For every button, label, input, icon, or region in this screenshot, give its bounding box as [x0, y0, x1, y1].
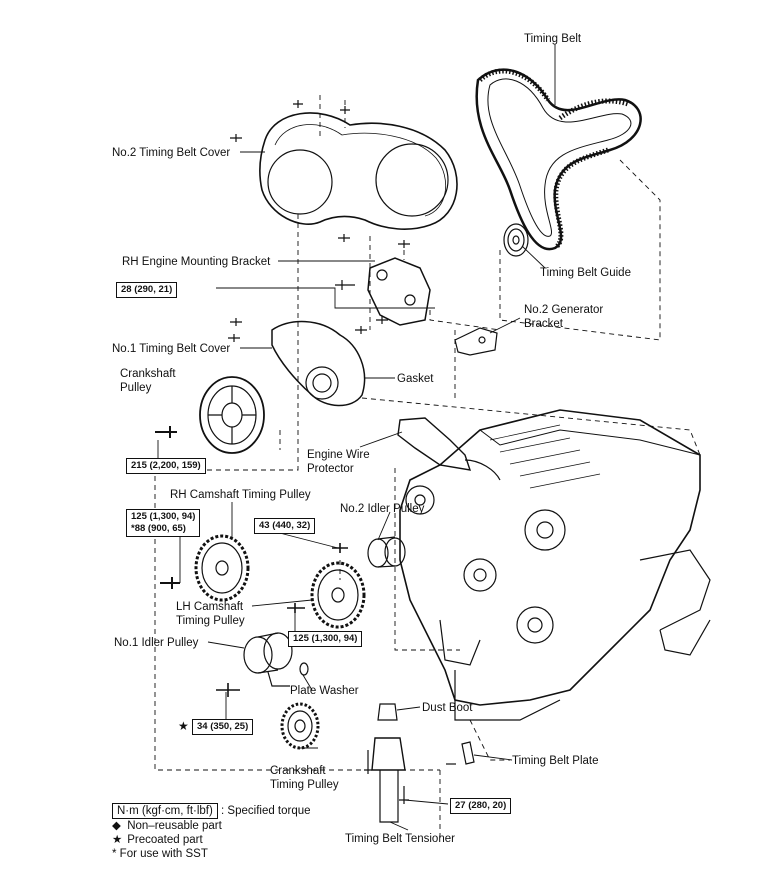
- legend-non-reusable-row: ◆ Non–reusable part: [112, 819, 311, 833]
- reference-dashed-lines: [154, 95, 701, 840]
- torque-125-lh-cam: 125 (1,300, 94): [288, 631, 363, 647]
- label-crankshaft-pulley-line1: Crankshaft: [120, 368, 176, 380]
- label-no1-timing-belt-cover: No.1 Timing Belt Cover: [112, 343, 231, 355]
- legend-unit-desc: : Specified torque: [221, 805, 311, 817]
- torque-43: 43 (440, 32): [254, 518, 316, 534]
- torque-125-rh-cam: 125 (1,300, 94) *88 (900, 65): [126, 509, 201, 537]
- timing-belt-plate-shape: [446, 741, 475, 765]
- label-lh-camshaft-timing-pulley-line2: Timing Pulley: [176, 615, 245, 627]
- no1-timing-belt-cover-shape: [228, 316, 388, 407]
- no2-generator-bracket-shape: [454, 327, 498, 356]
- label-no2-timing-belt-cover: No.2 Timing Belt Cover: [112, 147, 231, 159]
- legend-torque-row: N·m (kgf·cm, ft·lbf) : Specified torque: [112, 803, 311, 819]
- label-rh-camshaft-timing-pulley: RH Camshaft Timing Pulley: [170, 489, 311, 501]
- legend: N·m (kgf·cm, ft·lbf) : Specified torque …: [112, 803, 311, 861]
- torque-28: 28 (290, 21): [116, 282, 178, 298]
- label-no1-idler-pulley: No.1 Idler Pulley: [114, 637, 199, 649]
- label-timing-belt-tensioner: Timing Belt Tensioner: [345, 833, 455, 845]
- lh-camshaft-timing-pulley-shape: [287, 561, 366, 629]
- label-timing-belt: Timing Belt: [524, 33, 582, 45]
- label-dust-boot: Dust Boot: [422, 702, 473, 714]
- torque-125-rh-cam-line1: 125 (1,300, 94): [131, 511, 196, 522]
- star-icon: ★: [112, 834, 123, 846]
- rh-camshaft-timing-pulley-shape: [160, 534, 250, 602]
- leader-lines: [157, 44, 556, 831]
- precoated-star-icon: ★: [178, 719, 189, 733]
- timing-belt-guide-shape: [503, 223, 529, 257]
- crankshaft-pulley-shape: [155, 376, 265, 454]
- label-rh-engine-mounting-bracket: RH Engine Mounting Bracket: [122, 256, 271, 268]
- torque-27: 27 (280, 20): [450, 798, 512, 814]
- crankshaft-timing-pulley-shape: [280, 702, 320, 750]
- label-crankshaft-timing-pulley-line1: Crankshaft: [270, 765, 326, 777]
- label-lh-camshaft-timing-pulley-line1: LH Camshaft: [176, 601, 244, 613]
- label-plate-washer: Plate Washer: [290, 685, 359, 697]
- label-no2-generator-bracket-line1: No.2 Generator: [524, 304, 604, 316]
- rh-engine-mounting-bracket-shape: [335, 257, 431, 326]
- label-timing-belt-guide: Timing Belt Guide: [540, 267, 631, 279]
- timing-belt-tensioner-shape: [364, 703, 409, 823]
- label-crankshaft-pulley-line2: Pulley: [120, 382, 152, 394]
- legend-non-reusable: Non–reusable part: [127, 820, 222, 832]
- legend-precoated-row: ★ Precoated part: [112, 833, 311, 847]
- label-no2-generator-bracket-line2: Bracket: [524, 318, 563, 330]
- torque-34: 34 (350, 25): [192, 719, 254, 735]
- label-engine-wire-protector-line2: Protector: [307, 463, 354, 475]
- legend-precoated: Precoated part: [127, 834, 203, 846]
- label-gasket: Gasket: [397, 373, 434, 385]
- label-crankshaft-timing-pulley-line2: Timing Pulley: [270, 779, 339, 791]
- torque-215: 215 (2,200, 159): [126, 458, 206, 474]
- no1-idler-pulley-shape: [216, 632, 309, 697]
- label-timing-belt-plate: Timing Belt Plate: [512, 755, 599, 767]
- torque-125-rh-cam-line2: *88 (900, 65): [131, 523, 186, 534]
- label-no2-idler-pulley: No.2 Idler Pulley: [340, 503, 425, 515]
- timing-belt-shape: [475, 68, 642, 251]
- label-engine-wire-protector-line1: Engine Wire: [307, 449, 370, 461]
- engine-wire-protector-shape: [397, 417, 501, 481]
- legend-unit-box: N·m (kgf·cm, ft·lbf): [112, 803, 218, 819]
- legend-sst: * For use with SST: [112, 848, 208, 860]
- diamond-icon: ◆: [112, 820, 121, 832]
- no2-timing-belt-cover-shape: [259, 112, 458, 230]
- engine-block-shape: [399, 409, 711, 721]
